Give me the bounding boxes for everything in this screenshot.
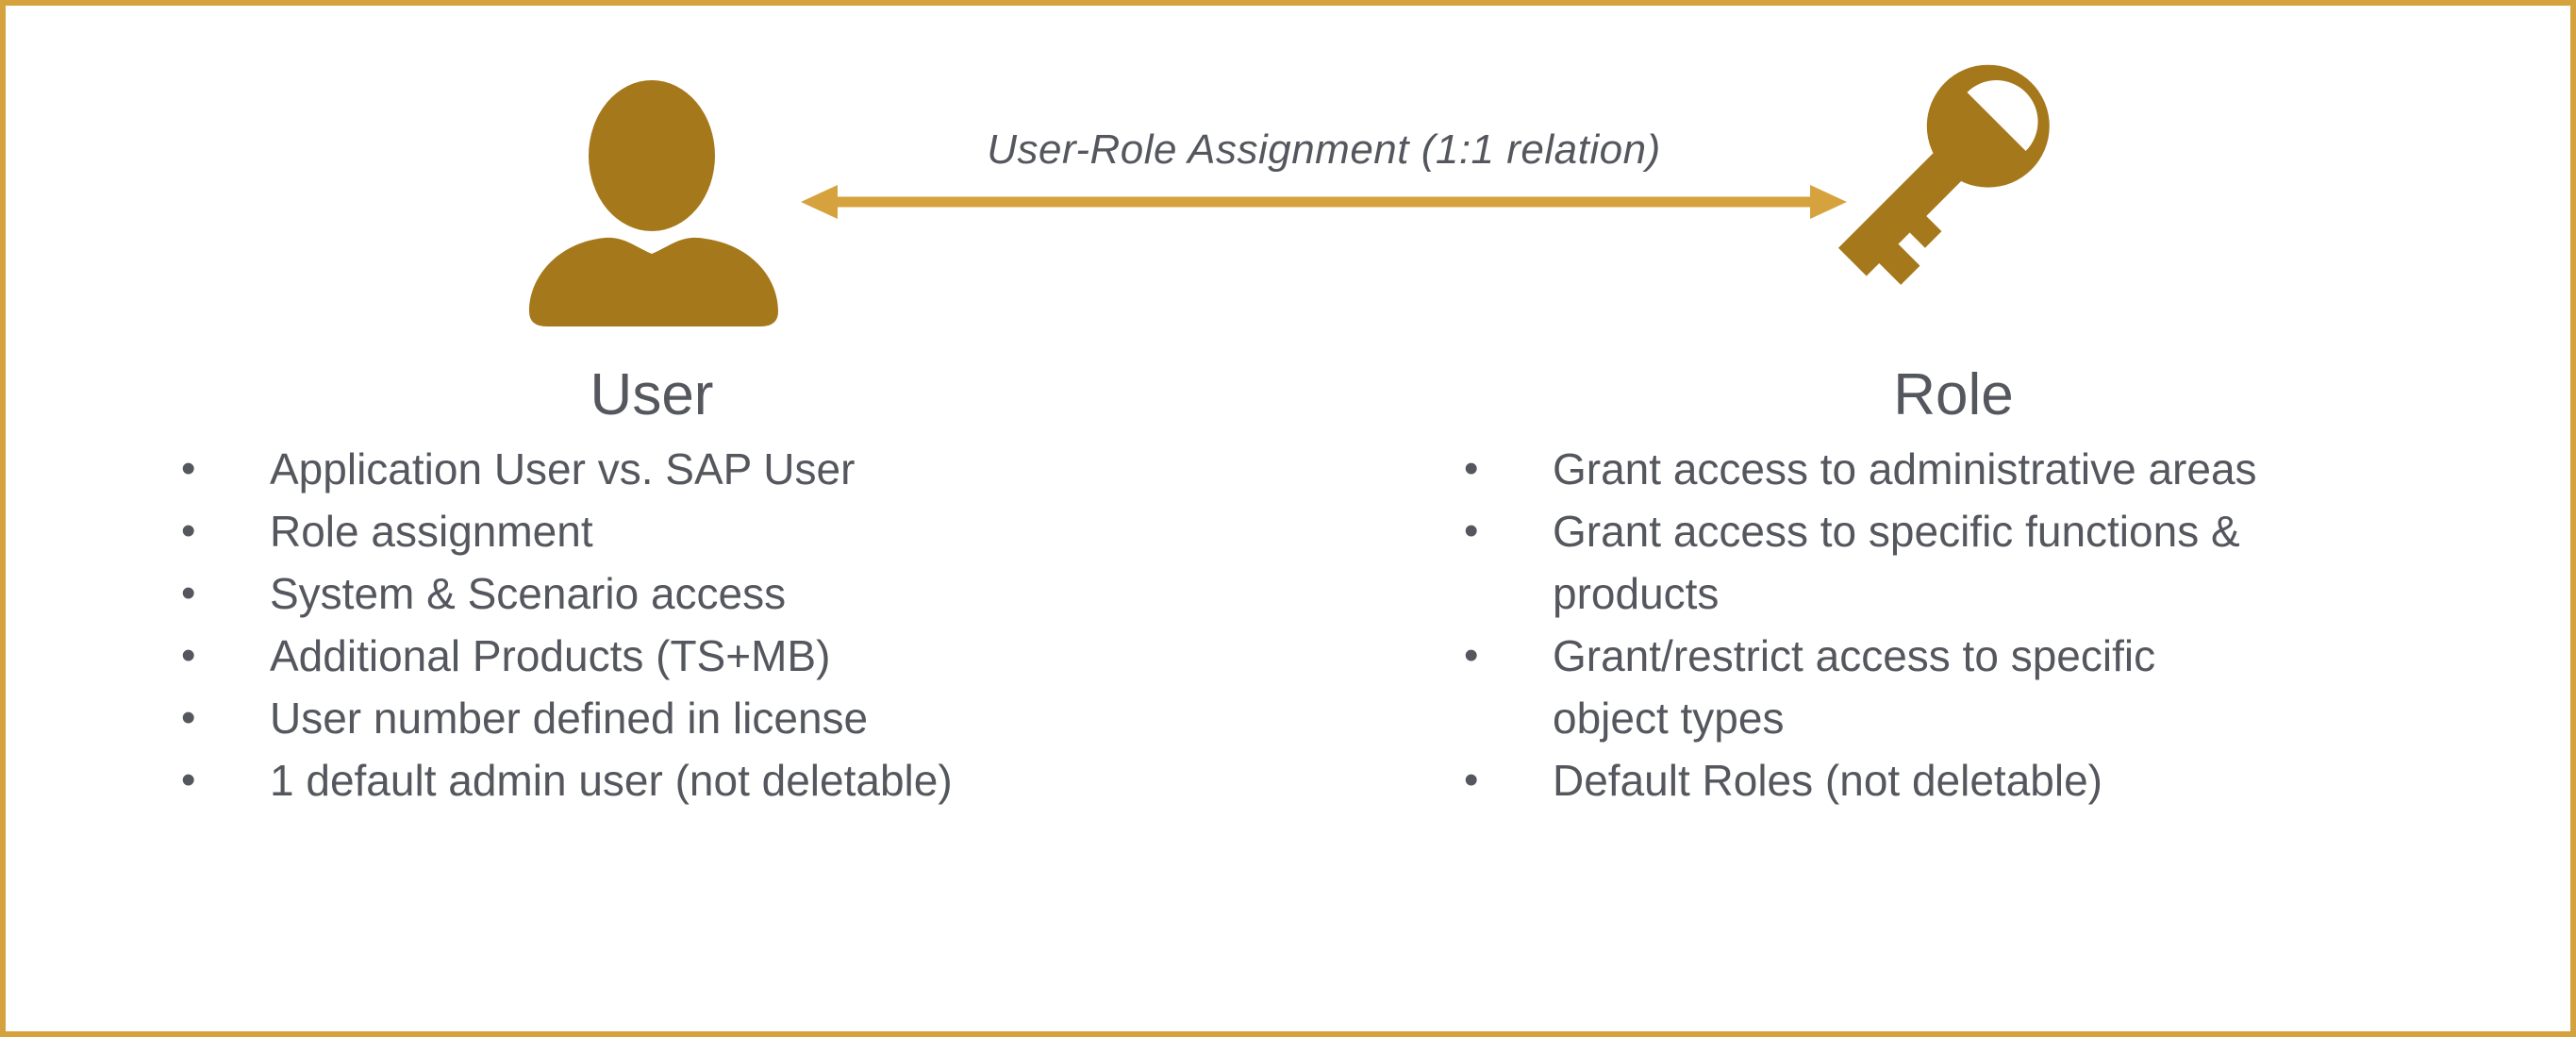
list-item: Application User vs. SAP User <box>138 438 1166 500</box>
list-item: Grant access to administrative areas <box>1421 438 2486 500</box>
list-item: Default Roles (not deletable) <box>1421 749 2486 811</box>
list-item: Grant access to specific functions & pro… <box>1421 500 2486 625</box>
key-icon <box>1837 64 2050 285</box>
list-item: User number defined in license <box>138 687 1166 749</box>
connector-label: User-Role Assignment (1:1 relation) <box>987 126 1661 173</box>
user-section: User Application User vs. SAP User Role … <box>138 357 1166 811</box>
user-icon <box>529 80 778 326</box>
user-bullet-list: Application User vs. SAP User Role assig… <box>138 438 1166 811</box>
role-section: Role Grant access to administrative area… <box>1421 357 2486 811</box>
role-section-title: Role <box>1893 362 2014 427</box>
list-item: Additional Products (TS+MB) <box>138 625 1166 687</box>
list-item: 1 default admin user (not deletable) <box>138 749 1166 811</box>
user-section-title: User <box>590 362 714 427</box>
list-item: Role assignment <box>138 500 1166 562</box>
role-bullet-list: Grant access to administrative areas Gra… <box>1421 438 2486 811</box>
relation-arrow <box>801 185 1847 219</box>
list-item: System & Scenario access <box>138 562 1166 625</box>
list-item: Grant/restrict access to specific object… <box>1421 625 2486 749</box>
